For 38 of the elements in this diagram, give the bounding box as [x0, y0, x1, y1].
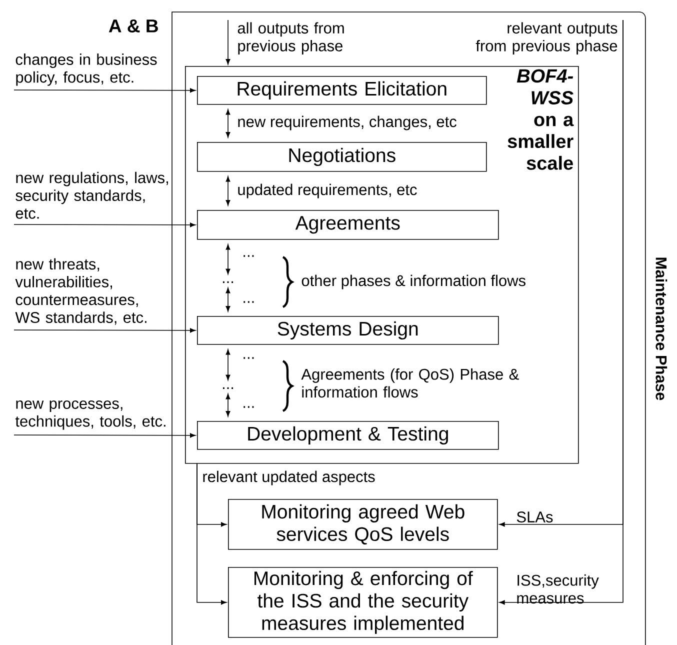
arrow: [14, 88, 196, 93]
process-box: Negotiations: [197, 142, 487, 172]
edge-label: new threats, vulnerabilities, countermeasures, WS standards, etc.: [15, 258, 146, 325]
group-heading: A & B: [108, 20, 158, 32]
edge-label: new requirements, changes, etc: [238, 116, 456, 130]
edge-label: ...: [244, 357, 254, 359]
edge-label: new regulations, laws, security standards, etc.: [16, 172, 168, 219]
edge-label: updated requirements, etc: [238, 184, 417, 198]
ellipsis: ...: [222, 387, 234, 389]
process-box: Agreements: [197, 210, 499, 240]
ellipsis: ...: [222, 281, 234, 283]
arrow: [14, 222, 196, 228]
arrow: [226, 20, 230, 65]
process-box: Monitoring & enforcing of the ISS and the security measures implemented: [228, 567, 498, 638]
edge-label: ...: [244, 255, 254, 257]
flow-label: other phases & information flows: [302, 274, 526, 290]
edge-label: all outputs from previous phase: [238, 22, 344, 54]
process-box: Development & Testing: [197, 421, 499, 450]
process-box: Monitoring agreed Web services QoS levels: [228, 499, 498, 550]
arrow: [226, 288, 230, 312]
process-box: Systems Design: [197, 316, 499, 345]
edge-label: changes in business policy, focus, etc.: [16, 54, 157, 86]
arrow: [14, 433, 196, 438]
edge-label: SLAs: [516, 512, 553, 522]
arrow: [226, 349, 230, 380]
flow-label: relevant outputs from previous phase: [476, 22, 618, 54]
edge-label: ...: [244, 406, 254, 408]
flow-label: relevant updated aspects: [203, 470, 375, 486]
process-box: Requirements Elicitation: [197, 76, 487, 105]
arrow: [14, 328, 196, 333]
edge-label: new processes, techniques, tools, etc.: [15, 400, 166, 430]
arrow: [196, 463, 227, 605]
arrow: [226, 109, 230, 138]
arrow: [226, 244, 230, 274]
edge-label: ...: [244, 301, 254, 303]
arrow: [226, 176, 230, 206]
flow-label: Agreements (for QoS) Phase & information flows: [301, 368, 519, 398]
arrow: [226, 394, 230, 417]
